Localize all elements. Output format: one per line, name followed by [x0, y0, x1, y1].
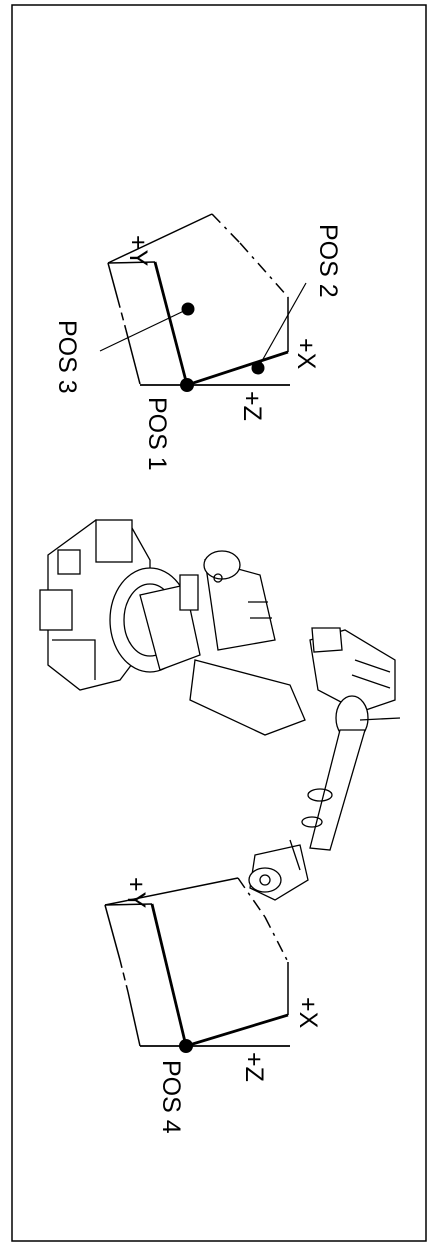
upper-y-axis-label: +Y [124, 235, 152, 267]
lower-x-axis-label: +X [294, 997, 322, 1029]
elbow-fins [351, 659, 391, 689]
cube-hidden-edge [237, 877, 266, 918]
page-border [11, 4, 427, 1242]
cube-edge [107, 261, 156, 264]
cube-edge [104, 903, 153, 906]
tool-detail [289, 839, 301, 871]
wrist-cable [359, 717, 401, 721]
tool-flange [248, 867, 282, 893]
shoulder-cap [203, 550, 241, 580]
x-axis-edge [186, 350, 289, 387]
pos3-label: POS 3 [53, 320, 81, 394]
cube-hidden-edge [264, 916, 289, 963]
pos4-label: POS 4 [157, 1060, 185, 1134]
wrist-ring [301, 816, 323, 828]
y-axis-edge [153, 261, 189, 386]
pos2-leader [257, 282, 307, 369]
motor-fins [248, 601, 272, 619]
base-detail [52, 639, 96, 680]
y-axis-edge [150, 903, 188, 1047]
wrist-ring [307, 788, 333, 802]
pos1-point [180, 378, 194, 392]
cube-hidden-edge [117, 299, 127, 331]
pos2-point [251, 361, 265, 375]
lower-y-axis-label: +Y [122, 877, 150, 909]
pos4-point [179, 1039, 193, 1053]
pos3-point [181, 302, 195, 316]
base-side-box [39, 589, 73, 631]
forearm [189, 659, 306, 736]
upper-x-axis-label: +X [292, 338, 320, 370]
upper-frame-points [180, 302, 265, 392]
base-panel [57, 549, 81, 575]
cube-hidden-edge [239, 242, 289, 298]
arm-block [179, 574, 199, 611]
cube-edge [107, 262, 119, 301]
robot-arm-illustration [39, 519, 401, 901]
pos3-leader [99, 308, 189, 352]
upper-frame [99, 213, 307, 387]
cube-edge [104, 904, 121, 961]
base-motor-box [95, 519, 133, 563]
lower-frame [104, 877, 290, 1048]
wrist-tube [309, 729, 366, 851]
cube-edge [125, 329, 141, 385]
cube-edge [107, 213, 213, 264]
cube-edge [104, 877, 239, 906]
shoulder-motor [204, 559, 276, 651]
cube-hidden-edge [119, 959, 129, 993]
bolt [213, 573, 223, 583]
lower-z-axis-label: +Z [240, 1052, 268, 1082]
cube-edge [127, 991, 141, 1047]
x-axis-edge [185, 1013, 289, 1048]
elbow-cap [311, 627, 343, 653]
pos2-label: POS 2 [314, 224, 342, 298]
upper-z-axis-label: +Z [238, 391, 266, 421]
pos1-label: POS 1 [143, 397, 171, 471]
tool-center [259, 874, 271, 886]
cube-hidden-edge [211, 213, 241, 244]
